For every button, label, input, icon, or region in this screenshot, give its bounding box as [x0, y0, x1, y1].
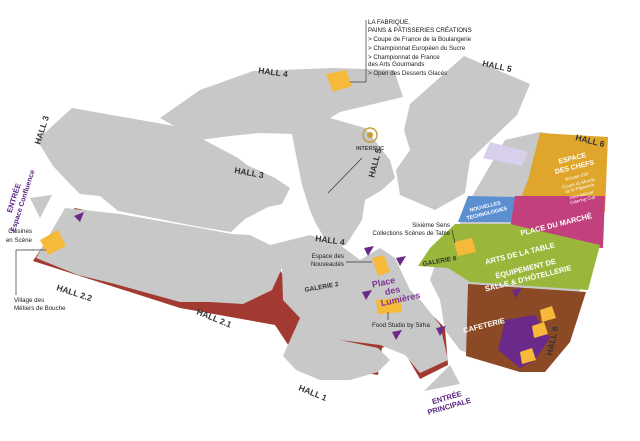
intersuc-logo-text: INTERSUC: [356, 146, 384, 152]
hall-2-2[interactable]: [36, 208, 282, 304]
label-hall-1: HALL 1: [297, 383, 328, 403]
svg-text:> Coupe de France de la Boulan: > Coupe de France de la Boulangerie: [368, 36, 472, 43]
svg-text:Métiers de Bouche: Métiers de Bouche: [14, 305, 66, 312]
svg-text:des: des: [384, 284, 401, 297]
hall-3[interactable]: [37, 108, 290, 232]
annotation-village-metiers: Village des Métiers de Bouche: [14, 297, 66, 312]
annotation-cuisines-en-scene: Cuisines en Scène: [6, 228, 33, 244]
label-hall-4: HALL 4: [315, 233, 346, 247]
svg-text:Bocuse d'Or: Bocuse d'Or: [565, 171, 590, 182]
label-hall-2-2: HALL 2.2: [55, 282, 93, 303]
svg-text:en Scène: en Scène: [6, 237, 33, 244]
highlight-markers: [40, 70, 556, 364]
svg-text:PAINS & PÂTISSERIES CRÉATIONS: PAINS & PÂTISSERIES CRÉATIONS: [368, 27, 472, 34]
svg-text:Village des: Village des: [14, 297, 44, 304]
hall-1[interactable]: [283, 318, 390, 380]
svg-text:Espace des: Espace des: [312, 253, 344, 260]
svg-text:International: International: [569, 189, 594, 200]
leader-lines: [15, 20, 456, 320]
annotation-sixieme-sens: Sixième Sens Collections Scènes de Table: [372, 222, 450, 237]
annotation-la-fabrique: LA FABRIQUE, PAINS & PÂTISSERIES CRÉATIO…: [368, 19, 472, 77]
zone-espace-des-chefs[interactable]: [515, 133, 608, 212]
svg-text:> Open des Desserts Glacés: > Open des Desserts Glacés: [368, 70, 447, 77]
galerie-connector: [483, 142, 528, 166]
entrance-principale-marker[interactable]: [424, 365, 460, 391]
direction-arrows: [74, 212, 522, 340]
hall-5[interactable]: [396, 56, 530, 210]
hall-2-1[interactable]: [270, 235, 448, 373]
label-hall-4-top: HALL 4: [258, 65, 289, 79]
label-entree-principale: ENTRÉE PRINCIPALE: [426, 389, 472, 417]
svg-text:Place: Place: [371, 275, 396, 290]
svg-text:Nouveautés: Nouveautés: [311, 261, 344, 268]
svg-text:> Championnat de France: > Championnat de France: [368, 54, 440, 61]
annotation-espace-nouveautes: Espace des Nouveautés: [311, 253, 344, 268]
zone-nouvelles-technologies[interactable]: [458, 196, 515, 222]
label-espace-des-chefs: ESPACE DES CHEFS Bocuse d'Or Coupe du Mo…: [554, 152, 596, 205]
svg-text:Catering Cup: Catering Cup: [569, 194, 596, 205]
entrance-confluence-marker[interactable]: [30, 195, 52, 218]
svg-text:Cuisines: Cuisines: [8, 228, 32, 235]
intersuc-logo: INTERSUC: [356, 127, 384, 152]
svg-text:Collections Scènes de Table: Collections Scènes de Table: [372, 230, 450, 237]
hall-4-mid[interactable]: [292, 118, 395, 248]
intersuc-logo-icon: [362, 127, 378, 143]
svg-text:> Championnat Européen du Sucr: > Championnat Européen du Sucre: [368, 45, 466, 52]
svg-text:Sixième Sens: Sixième Sens: [412, 222, 450, 229]
annotation-food-studio: Food Studio by Sirha: [372, 322, 430, 329]
svg-text:LA FABRIQUE,: LA FABRIQUE,: [368, 19, 410, 26]
svg-text:des Arts Gourmands: des Arts Gourmands: [368, 61, 424, 68]
